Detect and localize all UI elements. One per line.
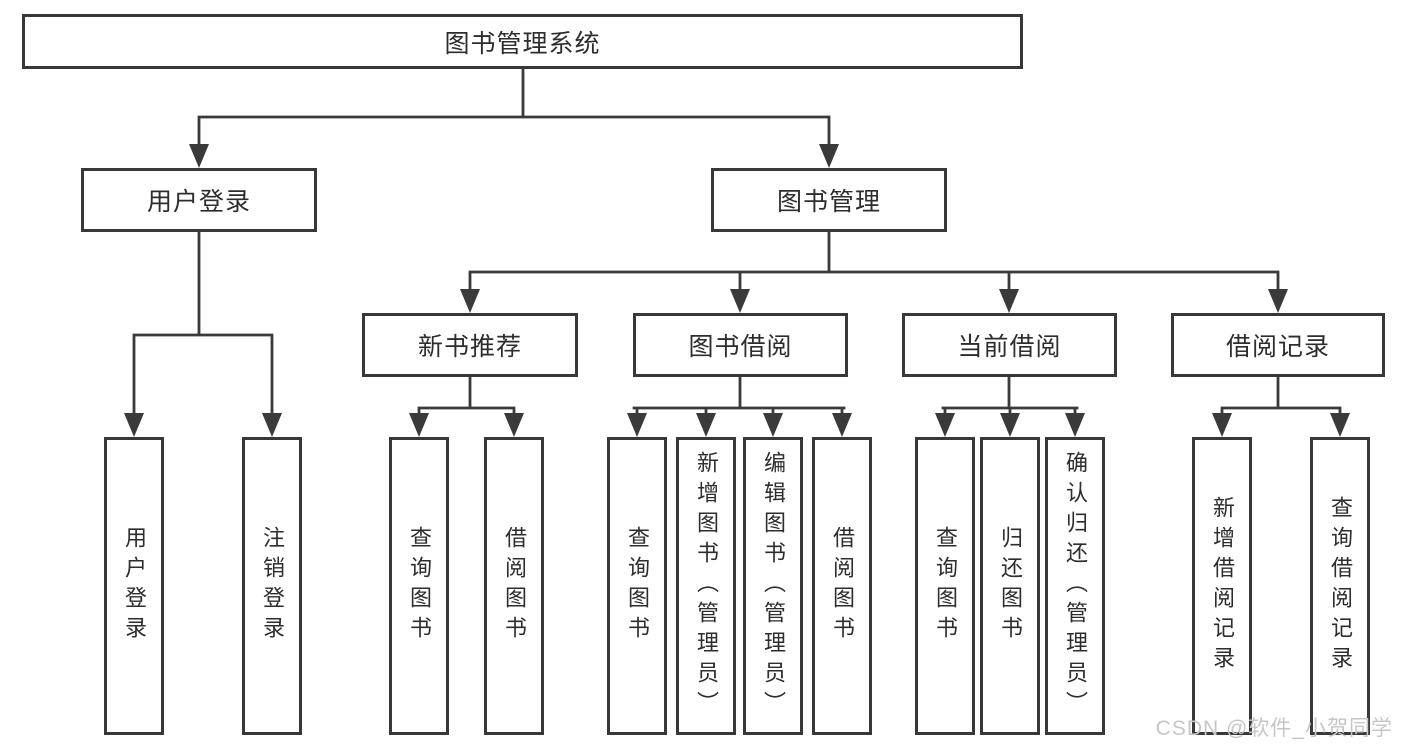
leaf-borrow-query-books: 查询图书 xyxy=(607,437,667,735)
node-library-system: 图书管理系统 xyxy=(22,14,1023,69)
leaf-cur-query-books: 查询图书 xyxy=(915,437,975,735)
arrowhead-icon xyxy=(1330,413,1350,437)
arrowhead-icon xyxy=(627,413,647,437)
arrowhead-icon xyxy=(696,413,716,437)
node-book-borrowing: 图书借阅 xyxy=(633,313,848,377)
leaf-logout: 注销登录 xyxy=(242,437,302,735)
arrowhead-icon xyxy=(504,413,524,437)
leaf-cur-confirm-return-admin: 确认归还（管理员） xyxy=(1045,437,1105,735)
leaf-cur-return-books: 归还图书 xyxy=(980,437,1040,735)
watermark: CSDN @软件_小贺同学 xyxy=(1155,717,1393,740)
node-borrow-records: 借阅记录 xyxy=(1171,313,1385,377)
node-new-book-recommend: 新书推荐 xyxy=(362,313,578,377)
leaf-record-query: 查询借阅记录 xyxy=(1310,437,1370,735)
arrowhead-icon xyxy=(935,413,955,437)
arrowhead-icon xyxy=(124,413,144,437)
arrowhead-icon xyxy=(819,144,839,168)
arrowhead-icon xyxy=(409,413,429,437)
arrowhead-icon xyxy=(832,413,852,437)
leaf-rec-query-books: 查询图书 xyxy=(389,437,449,735)
node-book-management: 图书管理 xyxy=(711,168,947,232)
leaf-record-add: 新增借阅记录 xyxy=(1192,437,1252,735)
leaf-borrow-edit-books-admin: 编辑图书（管理员） xyxy=(743,437,803,735)
arrowhead-icon xyxy=(999,289,1019,313)
arrowhead-icon xyxy=(189,144,209,168)
arrowhead-icon xyxy=(262,413,282,437)
arrowhead-icon xyxy=(730,289,750,313)
node-current-borrowing: 当前借阅 xyxy=(902,313,1117,377)
leaf-rec-borrow-books: 借阅图书 xyxy=(484,437,544,735)
node-user-login: 用户登录 xyxy=(81,168,317,232)
arrowhead-icon xyxy=(1065,413,1085,437)
leaf-borrow-borrow-books: 借阅图书 xyxy=(812,437,872,735)
arrowhead-icon xyxy=(1268,289,1288,313)
arrowhead-icon xyxy=(460,289,480,313)
arrowhead-icon xyxy=(763,413,783,437)
arrowhead-icon xyxy=(1212,413,1232,437)
leaf-user-login: 用户登录 xyxy=(104,437,164,735)
leaf-borrow-add-books-admin: 新增图书（管理员） xyxy=(676,437,736,735)
arrowhead-icon xyxy=(1000,413,1020,437)
